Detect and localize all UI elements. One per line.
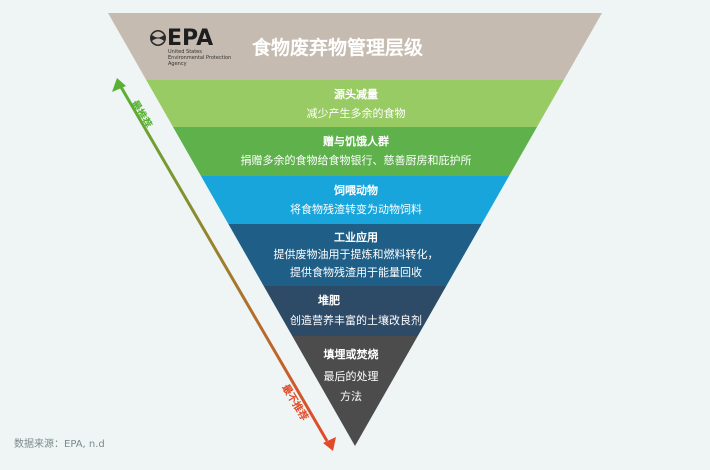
epa-line-1: United States [168,49,202,55]
epa-mark: EPA [167,26,213,51]
tier-4-line-2: 提供食物残渣用于能量回收 [290,265,422,279]
tier-band-source-reduction [108,80,602,127]
recommendation-arrow [112,78,336,451]
tier-6-line-2: 方法 [340,389,362,403]
tier-band-composting [108,286,602,336]
tier-3-heading: 饲喂动物 [333,183,378,197]
arrow-head-top [112,78,126,92]
tier-1-heading: 源头减量 [334,87,378,101]
epa-line-2: Environmental Protection [168,55,231,61]
tier-4-heading: 工业应用 [334,230,378,244]
tier-2-heading: 赠与饥饿人群 [323,134,389,148]
arrow-top-label: 最推荐 [128,98,155,130]
tier-1-line-1: 减少产生多余的食物 [307,106,406,120]
epa-flower-icon [150,30,166,46]
diagram-title: 食物废弃物管理层级 [252,36,423,59]
tier-6-line-1: 最后的处理 [324,369,379,383]
title-band [108,13,602,80]
tier-6-heading: 填埋或焚烧 [324,347,379,361]
epa-line-3: Agency [168,61,187,67]
arrow-shaft [119,86,329,442]
tier-2-line-1: 捐赠多余的食物给食物银行、慈善厨房和庇护所 [241,153,472,167]
arrow-head-bottom [323,437,336,451]
tier-5-line-1: 创造营养丰富的土壤改良剂 [290,313,422,327]
tier-5-heading: 堆肥 [318,293,340,307]
source-note: 数据来源：EPA, n.d [14,437,105,450]
tier-3-line-1: 将食物残渣转变为动物饲料 [290,202,422,216]
epa-logo: EPA United States Environmental Protecti… [150,26,231,67]
tier-4-line-1: 提供废物油用于提炼和燃料转化， [274,247,439,261]
